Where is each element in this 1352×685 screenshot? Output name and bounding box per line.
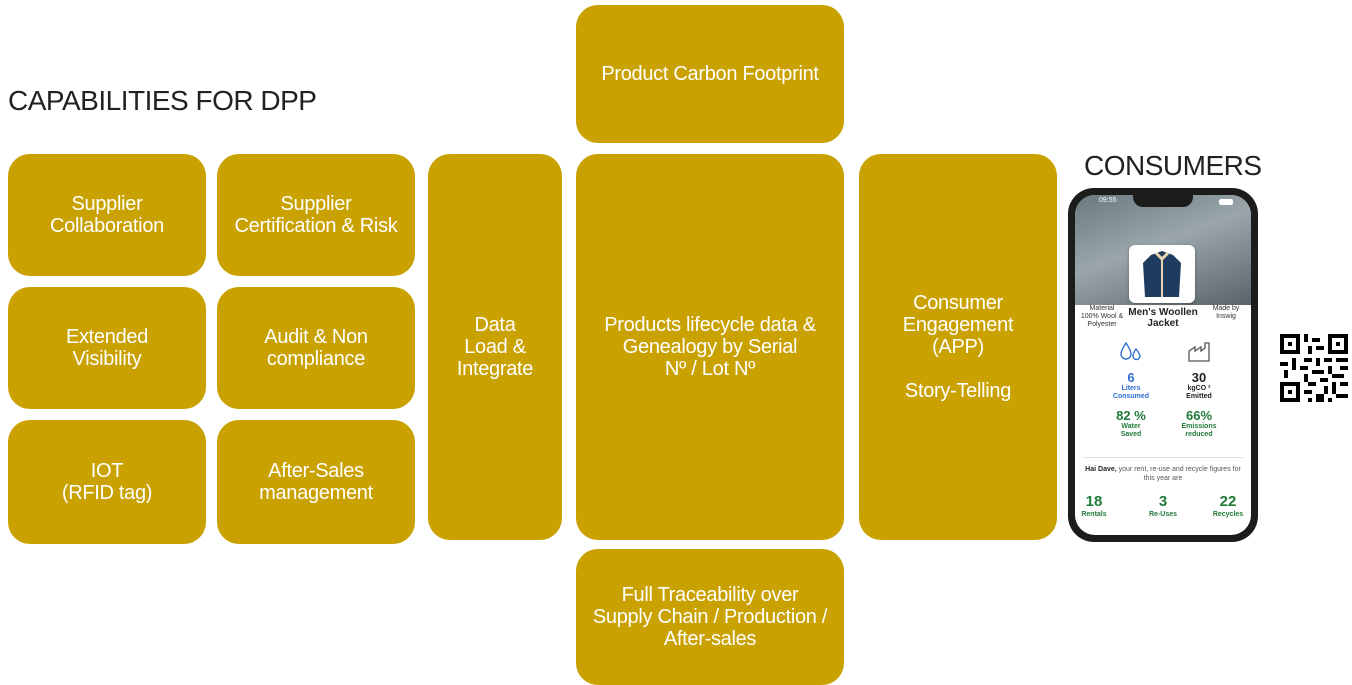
tile-label: Product Carbon Footprint: [601, 63, 819, 85]
material-label: Material 100% Wool & Polyester: [1080, 305, 1124, 328]
tile-label: Supplier Collaboration: [50, 193, 164, 237]
divider: [1083, 457, 1243, 458]
rentals-label: Rentals: [1081, 511, 1107, 518]
co2-label: kgCO ² Emitted: [1186, 385, 1212, 400]
liters-value: 6: [1127, 370, 1135, 385]
phone-screen: 09:55 Material 100% Wool & Polyester Men…: [1075, 195, 1251, 535]
tile-label: IOT (RFID tag): [61, 460, 153, 504]
factory-icon: [1188, 342, 1210, 362]
battery-icon: [1219, 199, 1233, 205]
water-drops-icon: [1120, 341, 1141, 361]
product-name: Men's Woollen Jacket: [1128, 307, 1198, 329]
water-saved-value: 82 %: [1116, 408, 1146, 423]
tile-full-traceability: Full Traceability over Supply Chain / Pr…: [576, 549, 844, 685]
tile-supplier-certification: Supplier Certification & Risk: [217, 154, 415, 276]
tile-label: Consumer Engagement (APP) Story-Telling: [902, 292, 1014, 402]
co2-value: 30: [1191, 370, 1207, 385]
tile-label: Products lifecycle data & Genealogy by S…: [604, 314, 816, 380]
tile-consumer-engagement: Consumer Engagement (APP) Story-Telling: [859, 154, 1057, 540]
tile-audit-non-compliance: Audit & Non compliance: [217, 287, 415, 409]
tile-label: Supplier Certification & Risk: [234, 193, 398, 237]
tile-lifecycle-data: Products lifecycle data & Genealogy by S…: [576, 154, 844, 540]
tile-data-load: Data Load & Integrate: [428, 154, 562, 540]
made-by-label: Made by Inswig: [1212, 305, 1240, 320]
tile-label: Extended Visibility: [65, 326, 149, 370]
greeting-text: Hai Dave, your rent, re-use and recycle …: [1083, 465, 1243, 483]
tile-label: After-Sales management: [259, 460, 373, 504]
tile-supplier-collaboration: Supplier Collaboration: [8, 154, 206, 276]
status-time: 09:55: [1099, 197, 1117, 204]
emissions-value: 66%: [1185, 408, 1213, 423]
liters-label: Liters Consumed: [1112, 385, 1150, 400]
rentals-value: 18: [1085, 493, 1103, 510]
recycles-label: Recycles: [1212, 511, 1244, 518]
greeting-body: your rent, re-use and recycle figures fo…: [1116, 466, 1241, 482]
reuses-value: 3: [1158, 493, 1168, 510]
qr-code-icon: [1280, 334, 1348, 402]
consumers-heading: CONSUMERS: [1084, 150, 1262, 181]
recycles-value: 22: [1219, 493, 1237, 510]
jacket-image: [1129, 245, 1195, 303]
water-saved-label: Water Saved: [1120, 423, 1142, 438]
emissions-label: Emissions reduced: [1181, 423, 1217, 438]
phone-mockup: 09:55 Material 100% Wool & Polyester Men…: [1068, 188, 1258, 542]
capabilities-heading: CAPABILITIES FOR DPP: [8, 85, 317, 116]
tile-product-carbon-footprint: Product Carbon Footprint: [576, 5, 844, 143]
tile-extended-visibility: Extended Visibility: [8, 287, 206, 409]
tile-label: Full Traceability over Supply Chain / Pr…: [592, 584, 828, 650]
reuses-label: Re-Uses: [1148, 511, 1177, 518]
greeting-name: Hai Dave,: [1085, 466, 1117, 473]
phone-notch: [1133, 195, 1193, 207]
tile-label: Audit & Non compliance: [264, 326, 368, 370]
tile-label: Data Load & Integrate: [456, 314, 534, 380]
tile-iot-rfid: IOT (RFID tag): [8, 420, 206, 544]
tile-after-sales: After-Sales management: [217, 420, 415, 544]
